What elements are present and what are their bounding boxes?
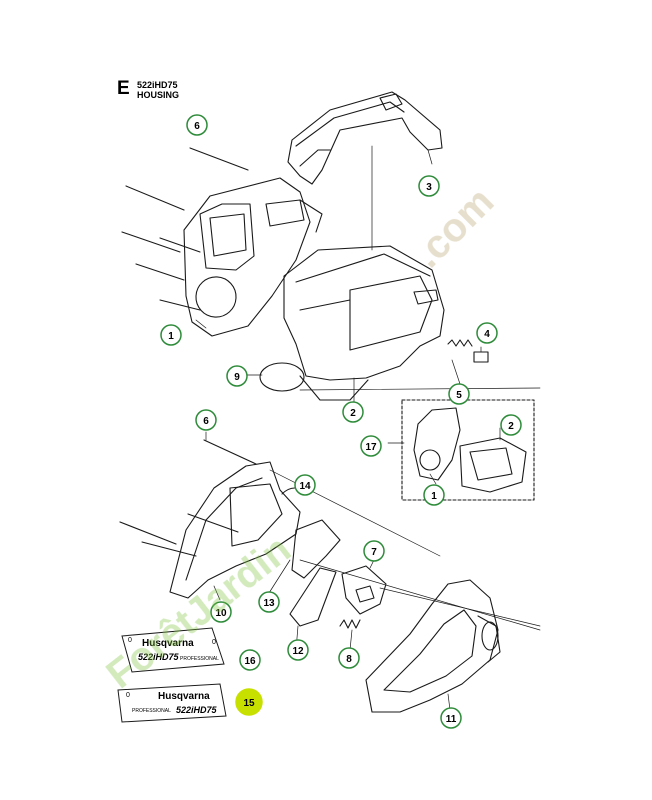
decal-16-zero: 0 bbox=[128, 637, 132, 644]
callout-number: 6 bbox=[203, 416, 209, 427]
callout-1: 1 bbox=[423, 484, 445, 506]
callout-number: 1 bbox=[168, 331, 174, 342]
callout-number: 10 bbox=[215, 608, 227, 619]
callout-number: 5 bbox=[456, 390, 462, 401]
part-12-lever bbox=[289, 567, 337, 627]
part-1-left-housing bbox=[183, 177, 323, 337]
callout-2: 2 bbox=[342, 401, 364, 423]
callout-number: 17 bbox=[365, 442, 377, 453]
callout-number: 2 bbox=[350, 408, 356, 419]
callout-number: 11 bbox=[446, 714, 457, 725]
decal-16-brand: Husqvarna bbox=[142, 638, 194, 649]
decal-16-grade: PROFESSIONAL bbox=[180, 656, 219, 662]
part-10-right-housing bbox=[169, 461, 301, 599]
part-8-spring bbox=[339, 619, 361, 629]
callout-4: 4 bbox=[476, 322, 498, 344]
part-17-detail-box bbox=[401, 399, 535, 501]
part-9-o-ring bbox=[259, 362, 305, 392]
callout-16: 16 bbox=[239, 649, 261, 671]
callout-5: 5 bbox=[448, 383, 470, 405]
model-label: 522iHD75 bbox=[137, 80, 178, 90]
part-4-5-spring-nut bbox=[447, 339, 489, 363]
callout-number: 7 bbox=[371, 547, 377, 558]
decal-15-brand: Husqvarna bbox=[158, 691, 210, 702]
callout-number: 16 bbox=[244, 656, 256, 667]
callout-number: 3 bbox=[426, 182, 432, 193]
part-6-screws-lower bbox=[119, 439, 257, 557]
callout-number: 13 bbox=[263, 598, 275, 609]
decal-16: 0 Husqvarna 522iHD75 PROFESSIONAL 0 bbox=[121, 627, 225, 673]
callout-11: 11 bbox=[440, 707, 462, 729]
decal-15-model: 522iHD75 bbox=[176, 705, 218, 715]
callout-8: 8 bbox=[338, 647, 360, 669]
svg-text:.com: .com bbox=[405, 179, 502, 276]
callout-number: 8 bbox=[346, 654, 352, 665]
part-2-main-body bbox=[283, 245, 445, 401]
callout-number: 6 bbox=[194, 121, 200, 132]
watermark-logo: ForêtJardin .com bbox=[98, 179, 502, 697]
section-title: HOUSING bbox=[137, 90, 180, 100]
section-letter: E bbox=[117, 78, 130, 99]
callout-17: 17 bbox=[360, 435, 382, 457]
callout-number: 14 bbox=[299, 481, 311, 492]
part-6-screws-upper bbox=[121, 147, 249, 311]
part-13-trigger bbox=[291, 519, 341, 579]
callout-number: 15 bbox=[243, 698, 255, 709]
decal-15: 0 Husqvarna PROFESSIONAL 522iHD75 bbox=[117, 683, 227, 723]
leader-lines bbox=[195, 145, 541, 711]
decal-15-grade: PROFESSIONAL bbox=[132, 708, 171, 714]
decal-16-model: 522iHD75 bbox=[138, 652, 180, 662]
callout-2: 2 bbox=[500, 414, 522, 436]
callout-12: 12 bbox=[287, 639, 309, 661]
callout-number: 2 bbox=[508, 421, 514, 432]
callout-number: 1 bbox=[431, 491, 437, 502]
callout-13: 13 bbox=[258, 591, 280, 613]
callout-6: 6 bbox=[195, 409, 217, 431]
callout-number: 12 bbox=[292, 646, 304, 657]
part-3-top-cover bbox=[287, 91, 443, 185]
callout-9: 9 bbox=[226, 365, 248, 387]
part-11-rear-handle bbox=[365, 579, 501, 713]
callout-6: 6 bbox=[186, 114, 208, 136]
decal-16-zero-right: 0 bbox=[212, 639, 216, 646]
decal-15-zero: 0 bbox=[126, 692, 130, 699]
callout-10: 10 bbox=[210, 601, 232, 623]
callout-1: 1 bbox=[160, 324, 182, 346]
callout-7: 7 bbox=[363, 540, 385, 562]
callout-14: 14 bbox=[294, 474, 316, 496]
callout-3: 3 bbox=[418, 175, 440, 197]
callout-15: 15 bbox=[235, 688, 263, 716]
part-7-switch bbox=[341, 565, 387, 615]
callout-number: 9 bbox=[234, 372, 240, 383]
callout-number: 4 bbox=[484, 329, 490, 340]
